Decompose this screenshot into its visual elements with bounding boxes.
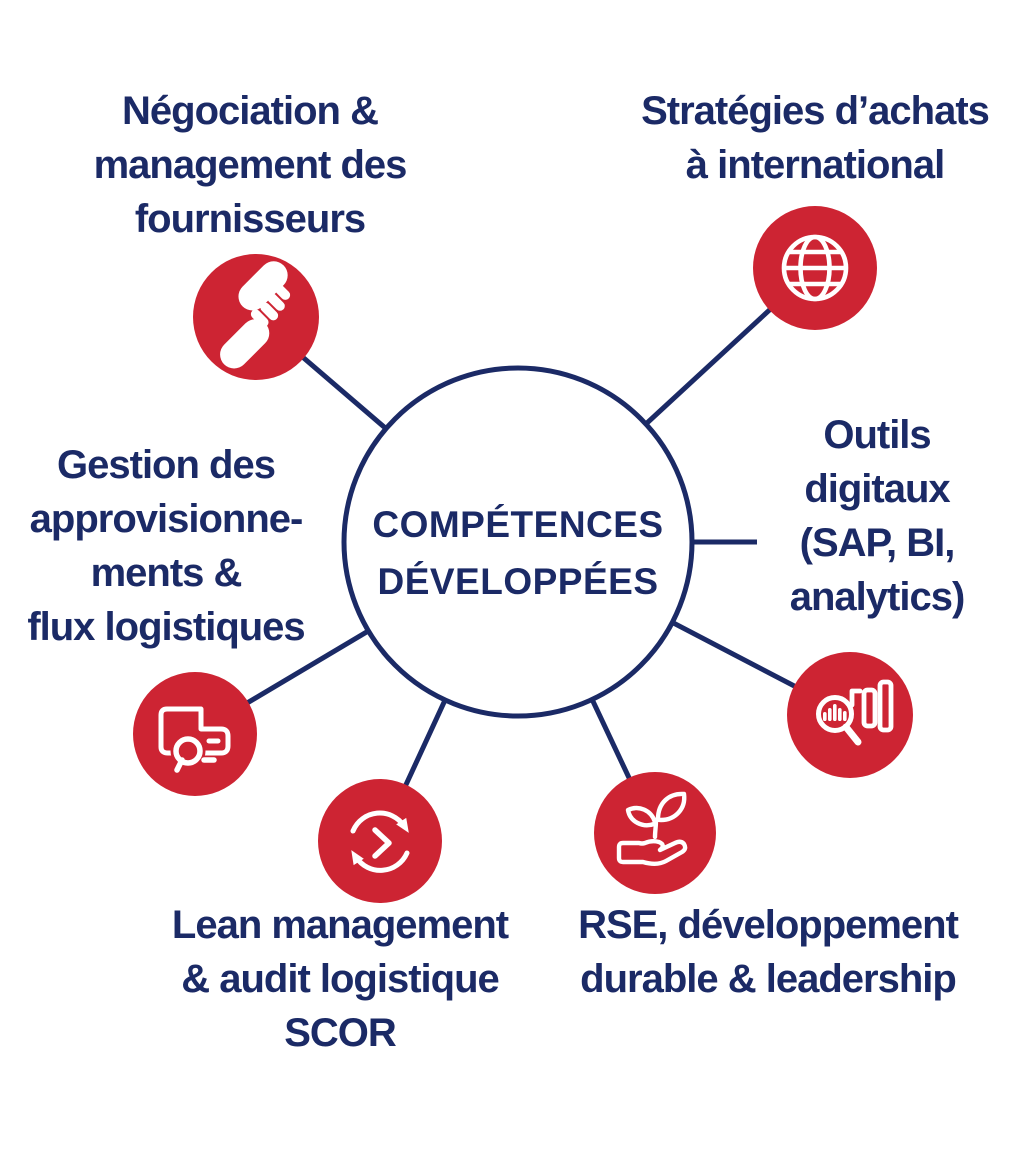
handshake-icon — [220, 261, 291, 369]
label-line: Négociation & — [122, 89, 379, 133]
hub-circle — [341, 365, 695, 719]
hub-title-line: DÉVELOPPÉES — [377, 561, 659, 602]
label-line: approvisionne- — [29, 497, 304, 541]
hub-title: COMPÉTENCES DÉVELOPPÉES — [338, 496, 698, 610]
label-line: Stratégies d’achats — [641, 89, 990, 133]
label-line: RSE, développement — [578, 903, 959, 947]
label-line: ments & — [90, 551, 243, 595]
screen-search-icon — [158, 706, 231, 773]
label-line: durable & leadership — [580, 957, 957, 1001]
label-negociation: Négociation & management des fournisseur… — [30, 84, 470, 246]
label-line: management des — [93, 143, 408, 187]
label-line: analytics) — [789, 575, 966, 619]
label-line: flux logistiques — [27, 605, 305, 649]
label-line: Lean management — [171, 903, 509, 947]
label-line: (SAP, BI, — [799, 521, 956, 565]
label-line: à international — [685, 143, 945, 187]
hub-title-line: COMPÉTENCES — [372, 504, 664, 545]
hand-plant-icon — [616, 791, 688, 866]
label-line: digitaux — [804, 467, 950, 511]
label-line: Gestion des — [57, 443, 276, 487]
label-strategies: Stratégies d’achats à international — [585, 84, 1024, 192]
label-line: & audit logistique — [181, 957, 500, 1001]
label-line: SCOR — [284, 1011, 397, 1055]
badge-circle — [318, 779, 442, 903]
label-lean: Lean management & audit logistique SCOR — [110, 898, 570, 1060]
label-outils: Outils digitaux (SAP, BI, analytics) — [732, 408, 1022, 624]
badge-strategies — [753, 206, 877, 330]
badge-circle — [133, 672, 257, 796]
badge-lean — [318, 779, 442, 903]
badge-outils — [787, 652, 913, 778]
badge-negociation — [193, 254, 319, 380]
label-line: fournisseurs — [134, 197, 366, 241]
label-gestion: Gestion des approvisionne- ments & flux … — [0, 438, 342, 654]
cycle-arrows-icon — [350, 810, 410, 873]
globe-icon — [781, 234, 849, 302]
label-rse: RSE, développement durable & leadership — [533, 898, 1003, 1006]
badge-rse — [594, 772, 716, 894]
chart-magnifier-icon — [816, 679, 894, 746]
badge-gestion — [133, 672, 257, 796]
label-line: Outils — [823, 413, 931, 457]
